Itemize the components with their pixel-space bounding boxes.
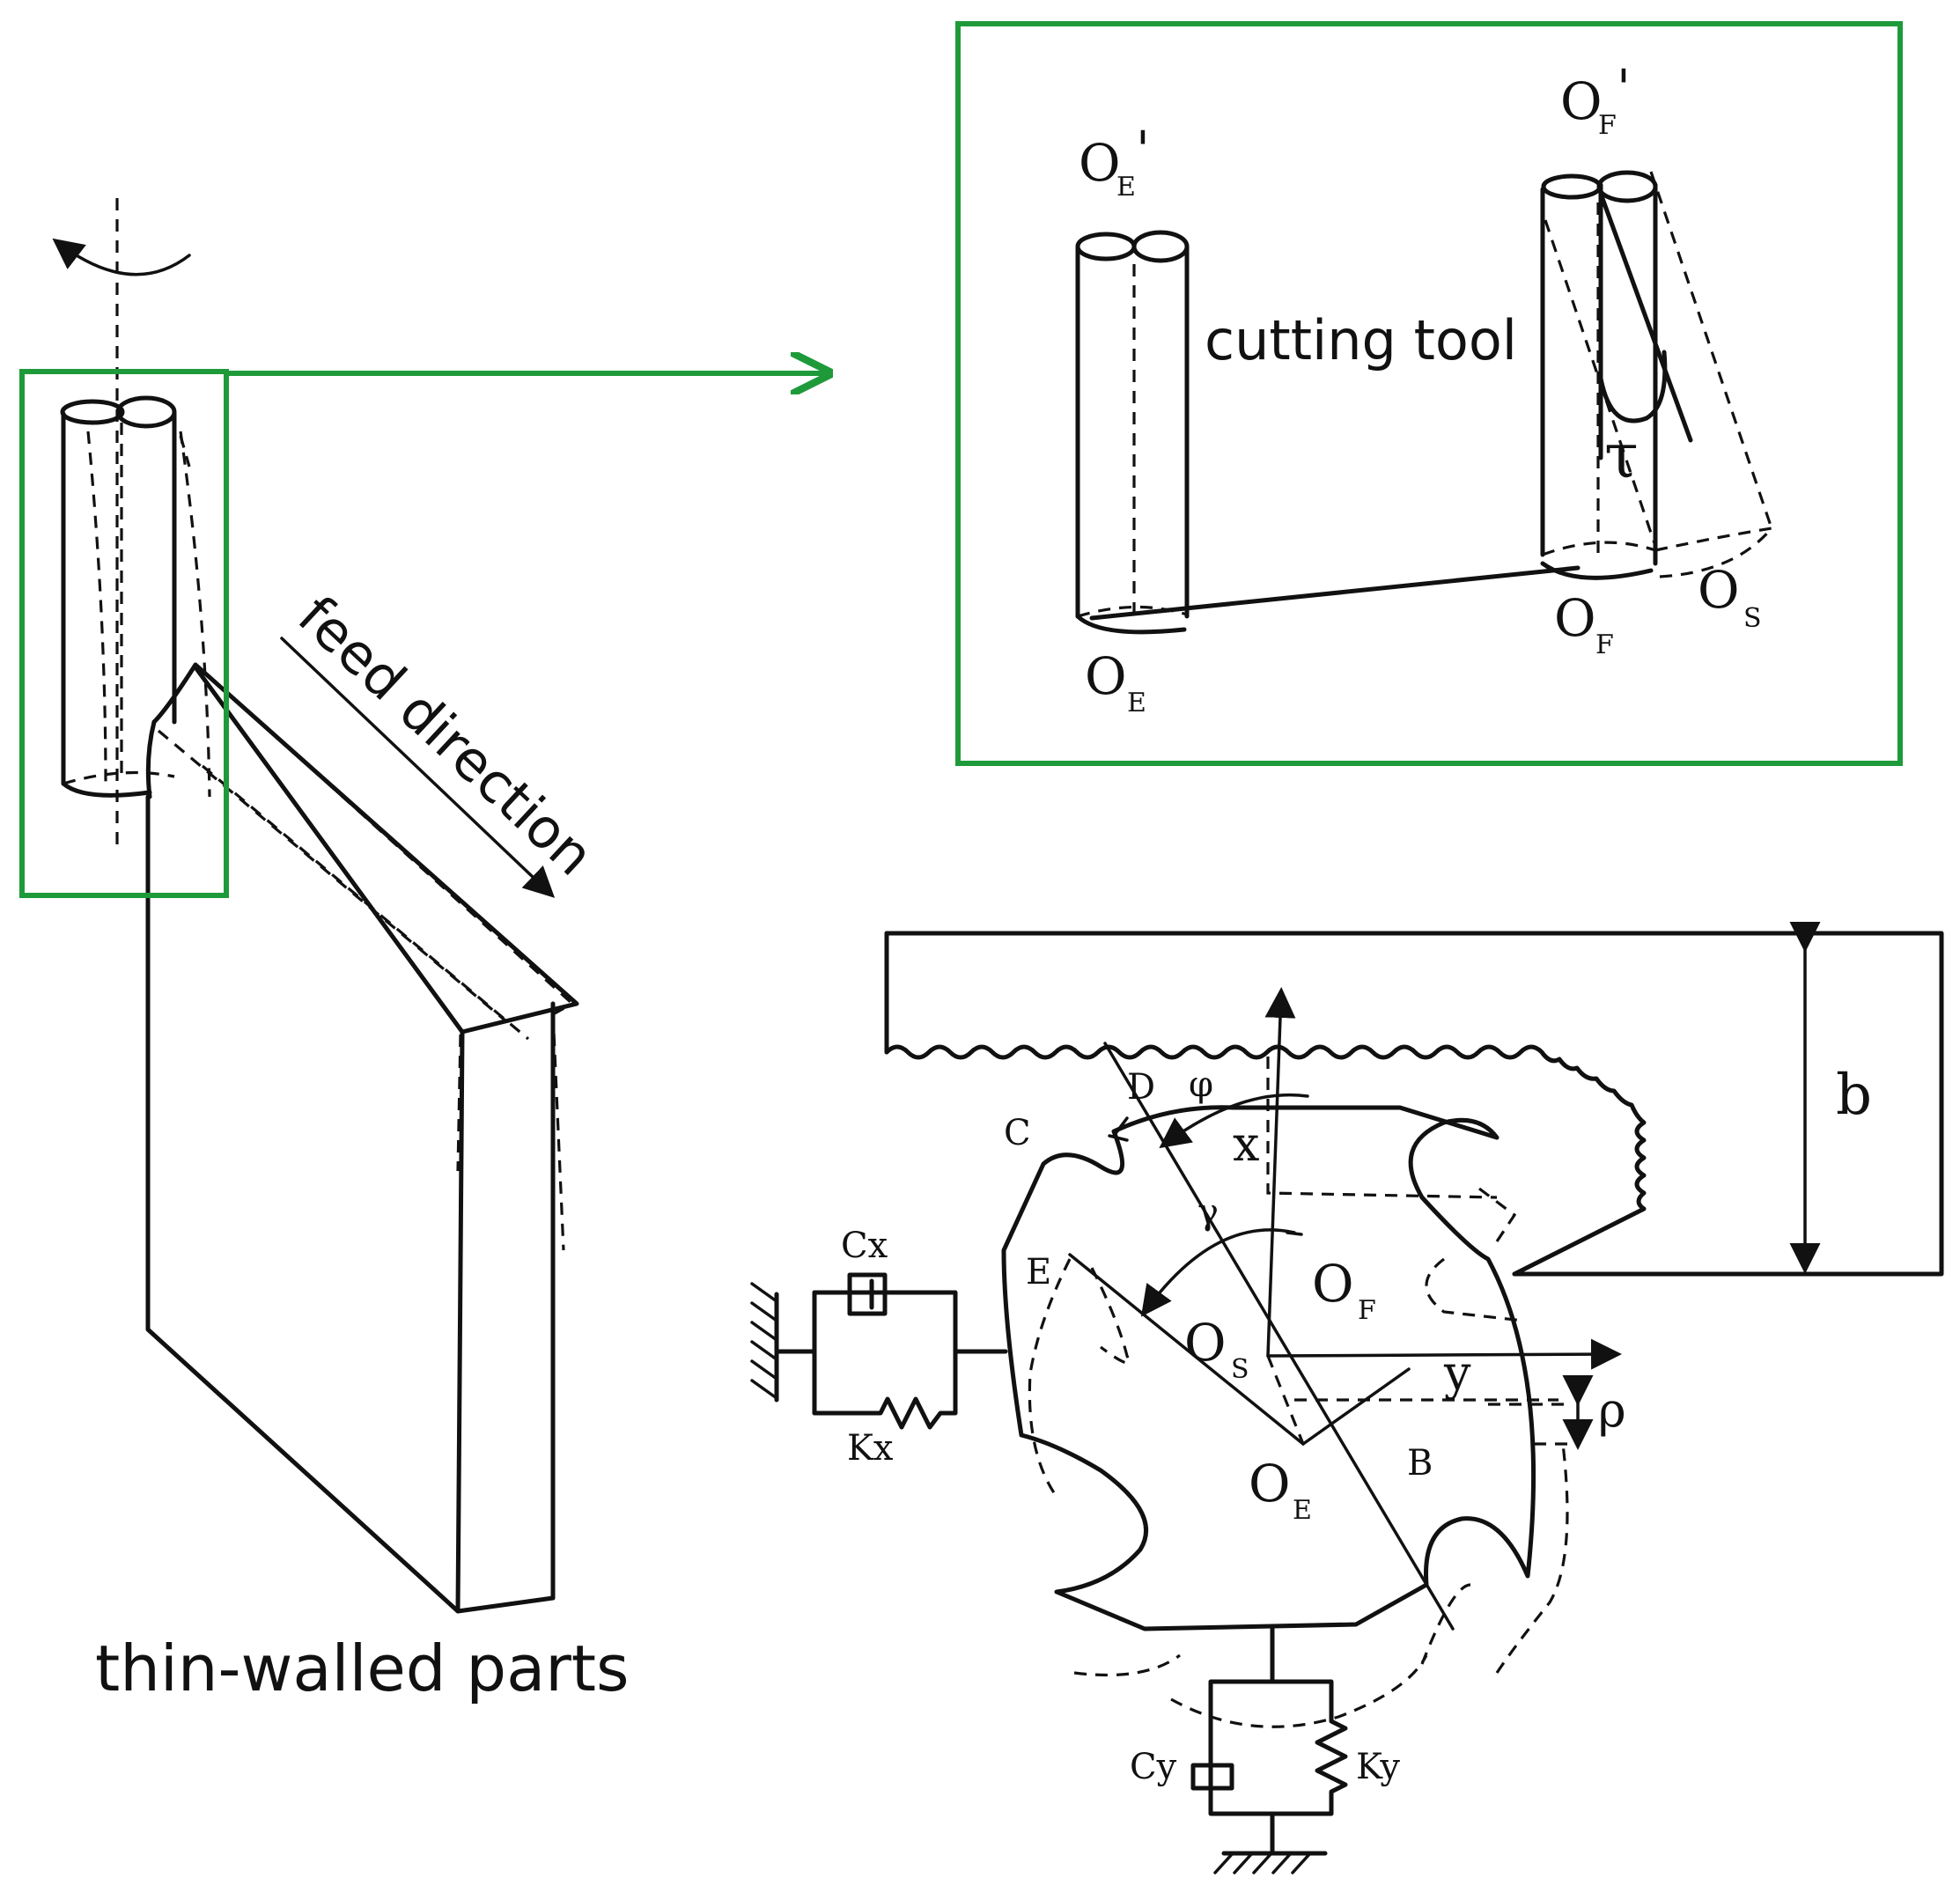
svg-text:O: O (1085, 646, 1127, 706)
phi-arc (1159, 1093, 1309, 1149)
x-axis (1264, 987, 1296, 1358)
label-OE-top: O E (1085, 646, 1146, 718)
y-label: y (1443, 1345, 1471, 1401)
cx-label: Cx (841, 1226, 888, 1266)
cutter-ghost-outline (1028, 1057, 1569, 1728)
feed-direction-label: feed direction (286, 584, 606, 888)
cutter-outline (1001, 1105, 1536, 1631)
tool-deflected (1089, 170, 1773, 621)
svg-text:S: S (1231, 1354, 1249, 1385)
d-label: D (1127, 1067, 1155, 1108)
workpiece-block: b (884, 922, 1944, 1277)
phi-label: φ (1189, 1064, 1213, 1105)
svg-text:O: O (1698, 560, 1740, 620)
gamma-label: γ (1197, 1192, 1219, 1233)
x-spring-damper: Cx Kx (750, 1226, 1008, 1469)
svg-text:O: O (1312, 1254, 1354, 1314)
svg-text:E: E (1116, 172, 1136, 203)
b-label: b (1836, 1063, 1872, 1128)
x-label: x (1233, 1116, 1259, 1172)
c-label: C (1004, 1113, 1031, 1153)
ky-label: Ky (1356, 1747, 1400, 1787)
label-OF-prime: O F ' (1560, 58, 1631, 141)
gamma-arc (1140, 1228, 1296, 1317)
label-OE-bottom: O E (1249, 1454, 1312, 1526)
feed-direction-arrow (280, 637, 556, 898)
svg-text:E: E (1127, 688, 1146, 718)
e-label: E (1026, 1252, 1051, 1292)
b-point-label: B (1407, 1443, 1433, 1484)
cy-label: Cy (1130, 1747, 1177, 1787)
tool-cylinder (60, 395, 211, 798)
label-OE-prime: O E ' (1079, 120, 1150, 203)
y-spring-damper: Cy Ky (1130, 1626, 1400, 1874)
zoom-detail-frame (955, 21, 1903, 766)
svg-text:O: O (1184, 1313, 1227, 1373)
label-OF-top: O F (1554, 588, 1614, 660)
rotation-arrow-icon (52, 238, 191, 276)
svg-text:O: O (1249, 1454, 1291, 1513)
svg-text:O: O (1079, 133, 1121, 193)
zoom-frame (19, 369, 229, 898)
svg-text:F: F (1358, 1295, 1376, 1326)
left-view: feed direction thin-walled parts (19, 198, 828, 1705)
svg-text:O: O (1560, 71, 1603, 131)
label-OF-bottom: O F (1312, 1254, 1376, 1326)
thin-wall-part (145, 662, 579, 1614)
svg-text:F: F (1598, 110, 1617, 141)
tool-nominal (1075, 230, 1190, 635)
rho-label: ρ (1598, 1382, 1626, 1438)
svg-text:O: O (1554, 588, 1596, 648)
label-OS-bottom: O S (1184, 1313, 1249, 1385)
zoom-detail: cutting tool O E ' O F (955, 21, 1903, 766)
cutting-tool-label: cutting tool (1205, 308, 1517, 372)
svg-text:S: S (1743, 603, 1762, 634)
y-axis (1266, 1338, 1622, 1370)
svg-text:E: E (1293, 1495, 1312, 1526)
kx-label: Kx (847, 1428, 894, 1469)
svg-text:': ' (1617, 58, 1631, 118)
tau-label: τ (1604, 420, 1639, 492)
svg-text:F: F (1595, 630, 1614, 660)
svg-text:': ' (1136, 120, 1150, 180)
thin-walled-parts-label: thin-walled parts (95, 1631, 630, 1705)
label-OS-top: O S (1698, 560, 1762, 634)
dynamics-model: b Cx Kx (750, 922, 1944, 1874)
